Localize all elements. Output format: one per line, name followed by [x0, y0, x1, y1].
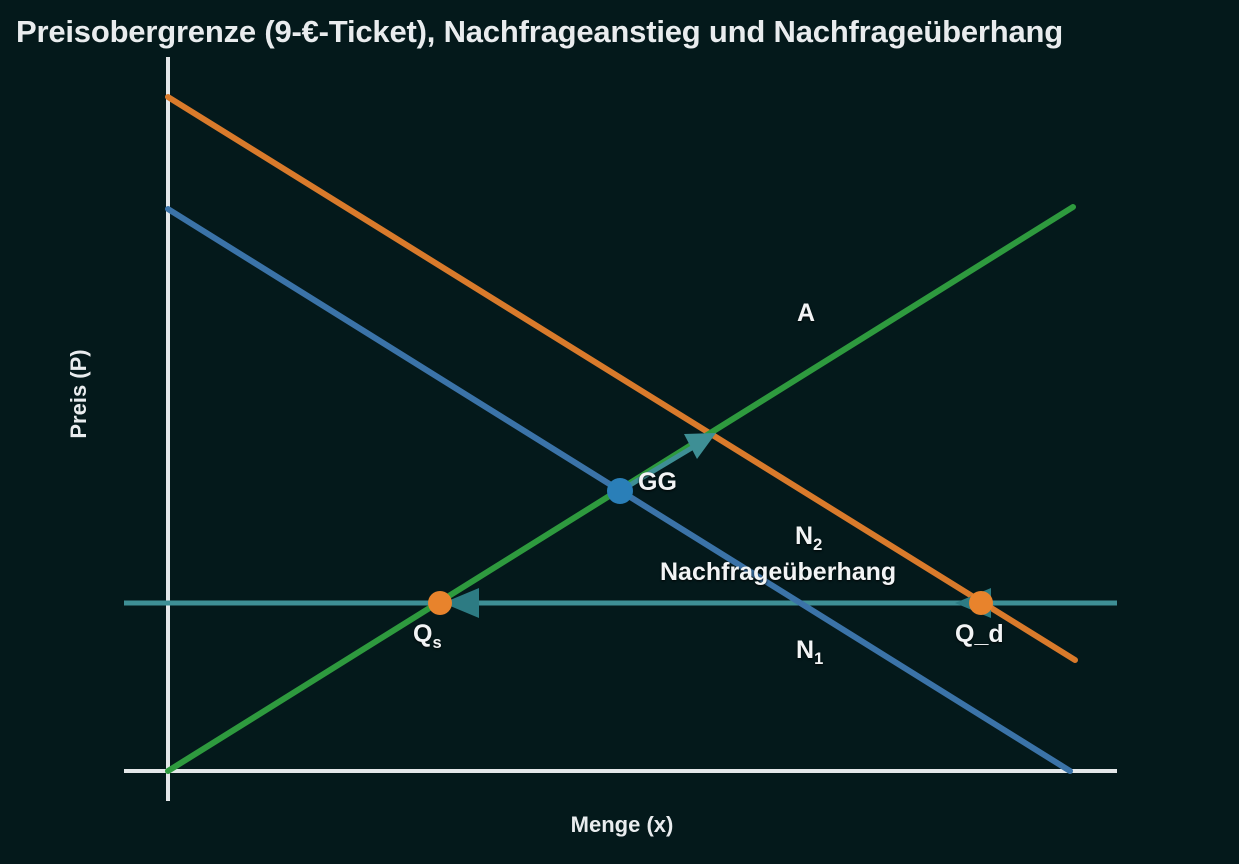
equilibrium-point-gg — [607, 478, 633, 504]
equilibrium-label: GG — [638, 468, 677, 496]
demand-curve-n1-label-sub: 1 — [814, 650, 824, 668]
equilibrium-shift-arrow-icon — [618, 433, 716, 494]
supply-curve-label: A — [797, 299, 816, 327]
demand-curve-n2-label: N2 — [795, 522, 822, 555]
excess-demand-label: Nachfrageüberhang — [660, 558, 897, 586]
demand-curve-n2-label-base: N — [795, 522, 814, 550]
quantity-demanded-point-qd — [969, 591, 993, 615]
quantity-supplied-point-qs — [428, 591, 452, 615]
quantity-supplied-label: Qs — [413, 620, 442, 653]
demand-curve-n1-label: N1 — [796, 636, 823, 669]
demand-curve-n1-label-base: N — [796, 636, 815, 664]
quantity-supplied-label-sub: s — [432, 634, 442, 652]
quantity-supplied-label-base: Q — [413, 620, 433, 648]
page-title: Preisobergrenze (9-€-Ticket), Nachfragea… — [16, 14, 1063, 49]
x-axis-label: Menge (x) — [570, 812, 674, 837]
demand-curve-n2-line — [165, 94, 1078, 663]
quantity-demanded-label: Q_d — [955, 620, 1004, 648]
excess-demand-arrow-qs-icon — [443, 588, 479, 618]
demand-curve-n2-label-sub: 2 — [813, 536, 823, 554]
